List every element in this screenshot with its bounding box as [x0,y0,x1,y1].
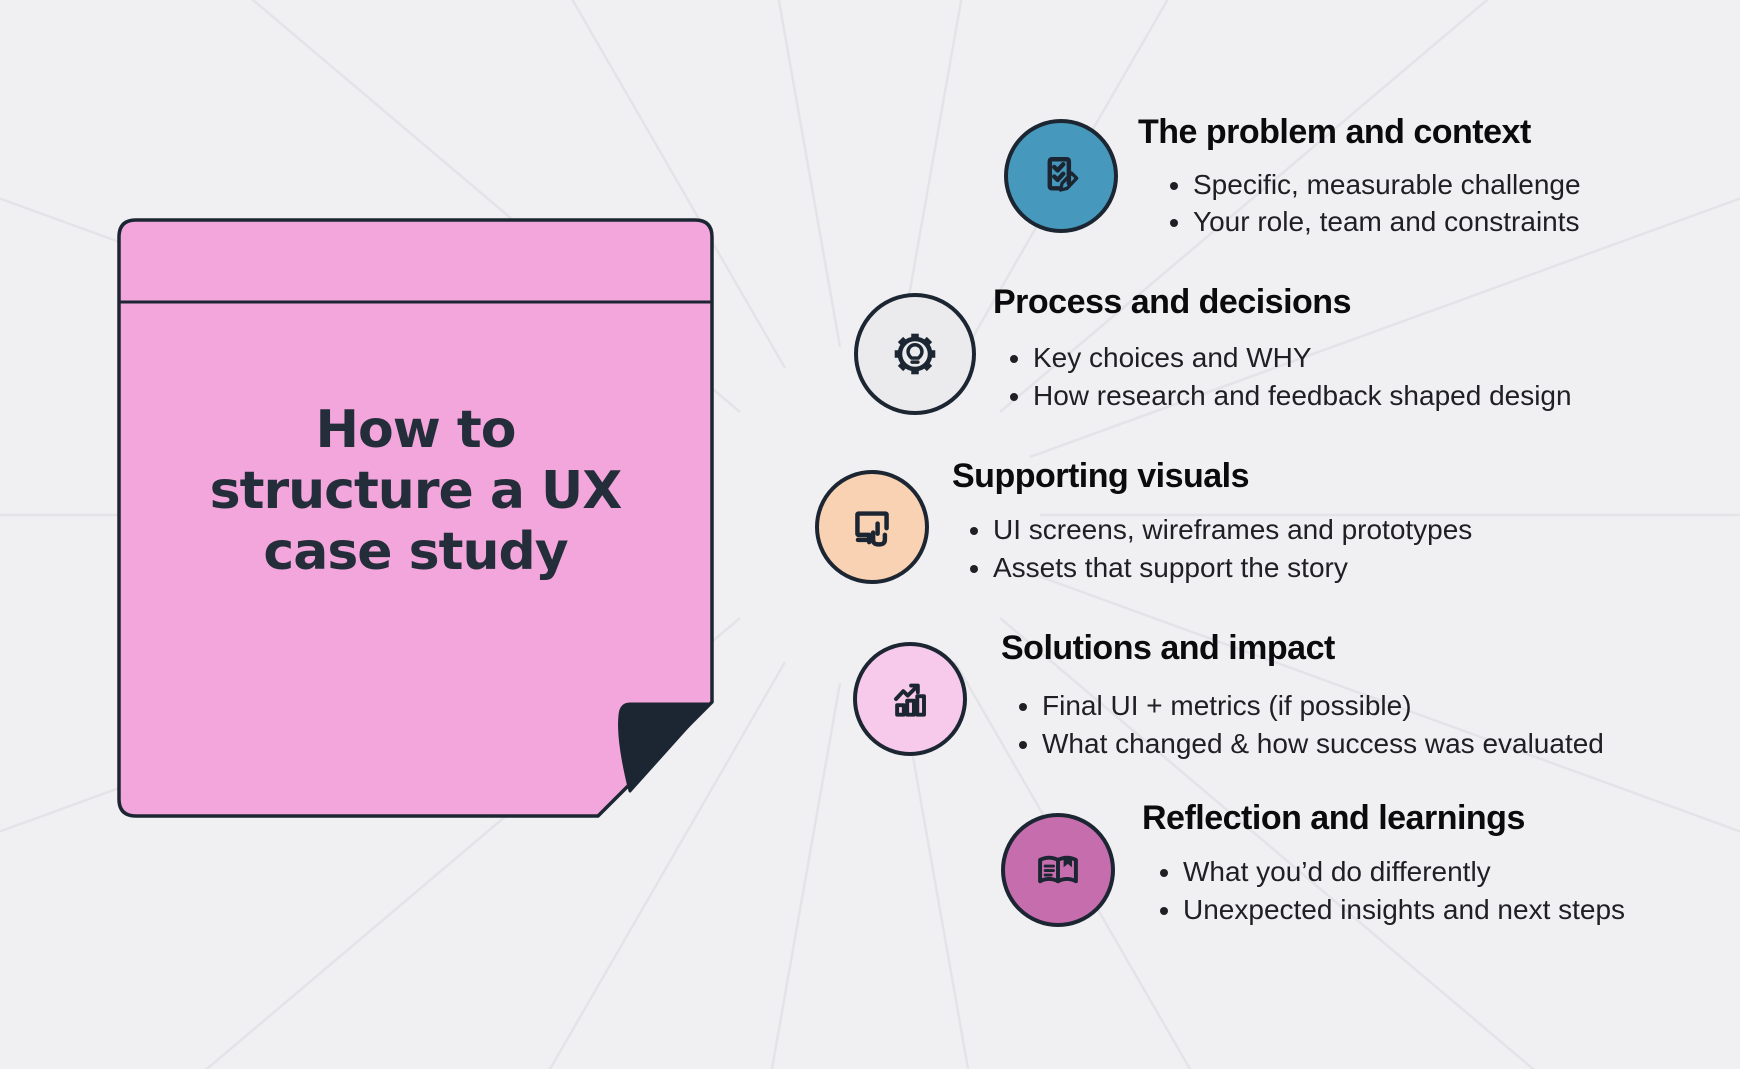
gear-lightbulb-icon [894,333,936,375]
monitor-touch-icon [855,511,889,547]
bullet-item: Assets that support the story [993,549,1472,587]
reflection-learnings-circle [1001,813,1115,927]
problem-context-circle [1004,119,1118,233]
reflection-learnings-bullets: What you’d do differently Unexpected ins… [1153,853,1625,929]
bullet-item: Specific, measurable challenge [1193,166,1581,203]
bullet-item: How research and feedback shaped design [1033,377,1572,415]
supporting-visuals-bullets: UI screens, wireframes and prototypes As… [963,511,1472,587]
section-title-process-decisions: Process and decisions [993,283,1352,321]
open-book-icon [1038,855,1078,884]
sticky-note-folded-corner [618,702,710,793]
section-title-problem-context: The problem and context [1138,113,1531,151]
bullet-item: What changed & how success was evaluated [1042,725,1604,763]
bullet-item: Final UI + metrics (if possible) [1042,687,1604,725]
bullet-item: Your role, team and constraints [1193,203,1581,240]
bullet-item: Unexpected insights and next steps [1183,891,1625,929]
bullet-item: Key choices and WHY [1033,339,1572,377]
section-title-reflection-learnings: Reflection and learnings [1142,799,1525,837]
solutions-impact-bullets: Final UI + metrics (if possible) What ch… [1012,687,1604,763]
problem-context-bullets: Specific, measurable challenge Your role… [1163,166,1581,240]
bullet-item: UI screens, wireframes and prototypes [993,511,1472,549]
process-decisions-bullets: Key choices and WHY How research and fee… [1003,339,1572,415]
chart-growth-icon [894,683,926,717]
note-title: How to structure a UX case study [209,400,623,582]
section-title-supporting-visuals: Supporting visuals [952,457,1250,495]
solutions-impact-circle [853,642,967,756]
sticky-note-body [117,218,714,818]
process-decisions-circle [854,293,976,415]
supporting-visuals-circle [815,470,929,584]
section-title-solutions-impact: Solutions and impact [1001,629,1335,667]
bullet-item: What you’d do differently [1183,853,1625,891]
checklist-pencil-icon [1047,156,1079,192]
